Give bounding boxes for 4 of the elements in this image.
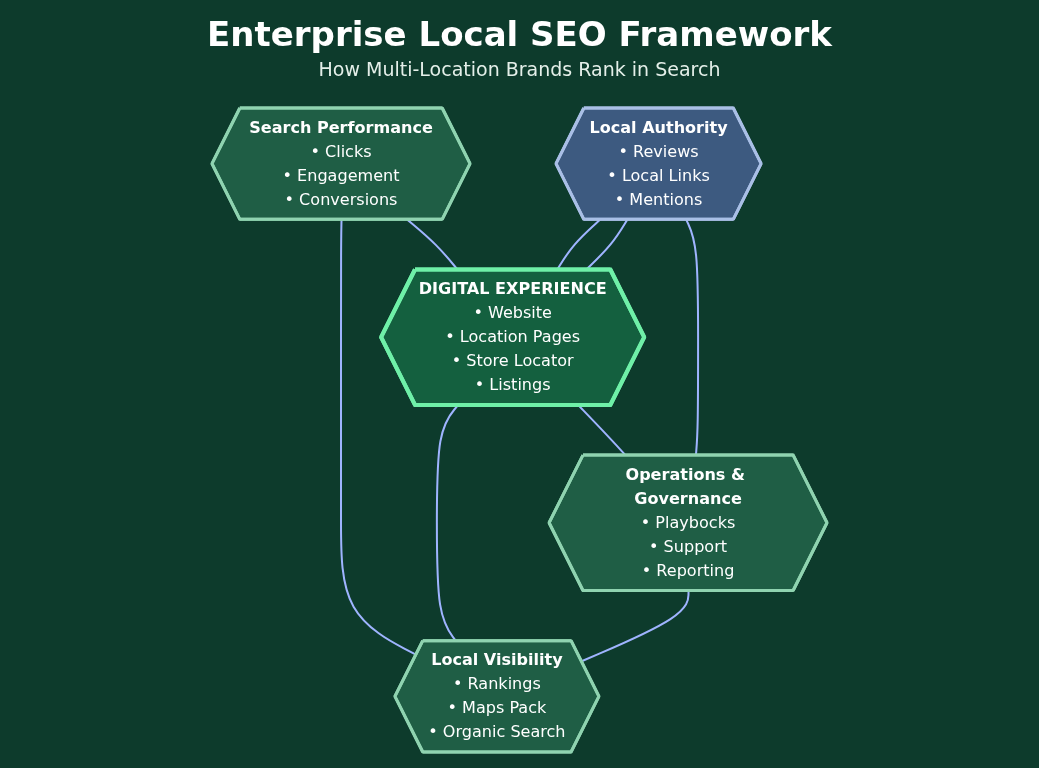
title: Enterprise Local SEO Framework [207, 14, 832, 54]
connector [581, 590, 690, 663]
connector [685, 219, 700, 456]
subtitle: How Multi-Location Brands Rank in Search [318, 58, 721, 80]
